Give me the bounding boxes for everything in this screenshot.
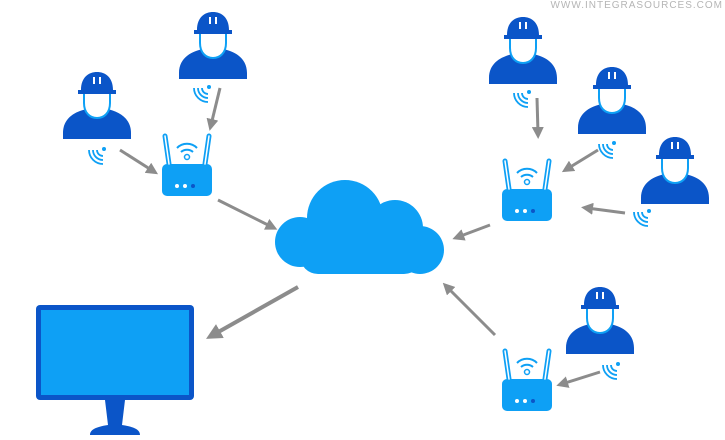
- router-2: [502, 161, 552, 221]
- router-3: [502, 351, 552, 411]
- arrows: [119, 87, 626, 388]
- worker-4: [577, 66, 647, 159]
- worker-5: [633, 136, 710, 227]
- watermark: WWW.INTEGRASOURCES.COM: [550, 0, 723, 11]
- worker-6: [565, 286, 635, 380]
- signal-icon: [602, 361, 621, 380]
- worker-1: [178, 11, 248, 103]
- signal-icon: [513, 89, 532, 108]
- signal-icon: [88, 146, 107, 165]
- signal-icon: [598, 140, 617, 159]
- router-1: [162, 136, 212, 196]
- cloud-icon: [275, 180, 444, 274]
- signal-icon: [633, 208, 652, 227]
- worker-3: [488, 16, 558, 108]
- monitor-icon: [36, 305, 194, 435]
- signal-icon: [193, 84, 212, 103]
